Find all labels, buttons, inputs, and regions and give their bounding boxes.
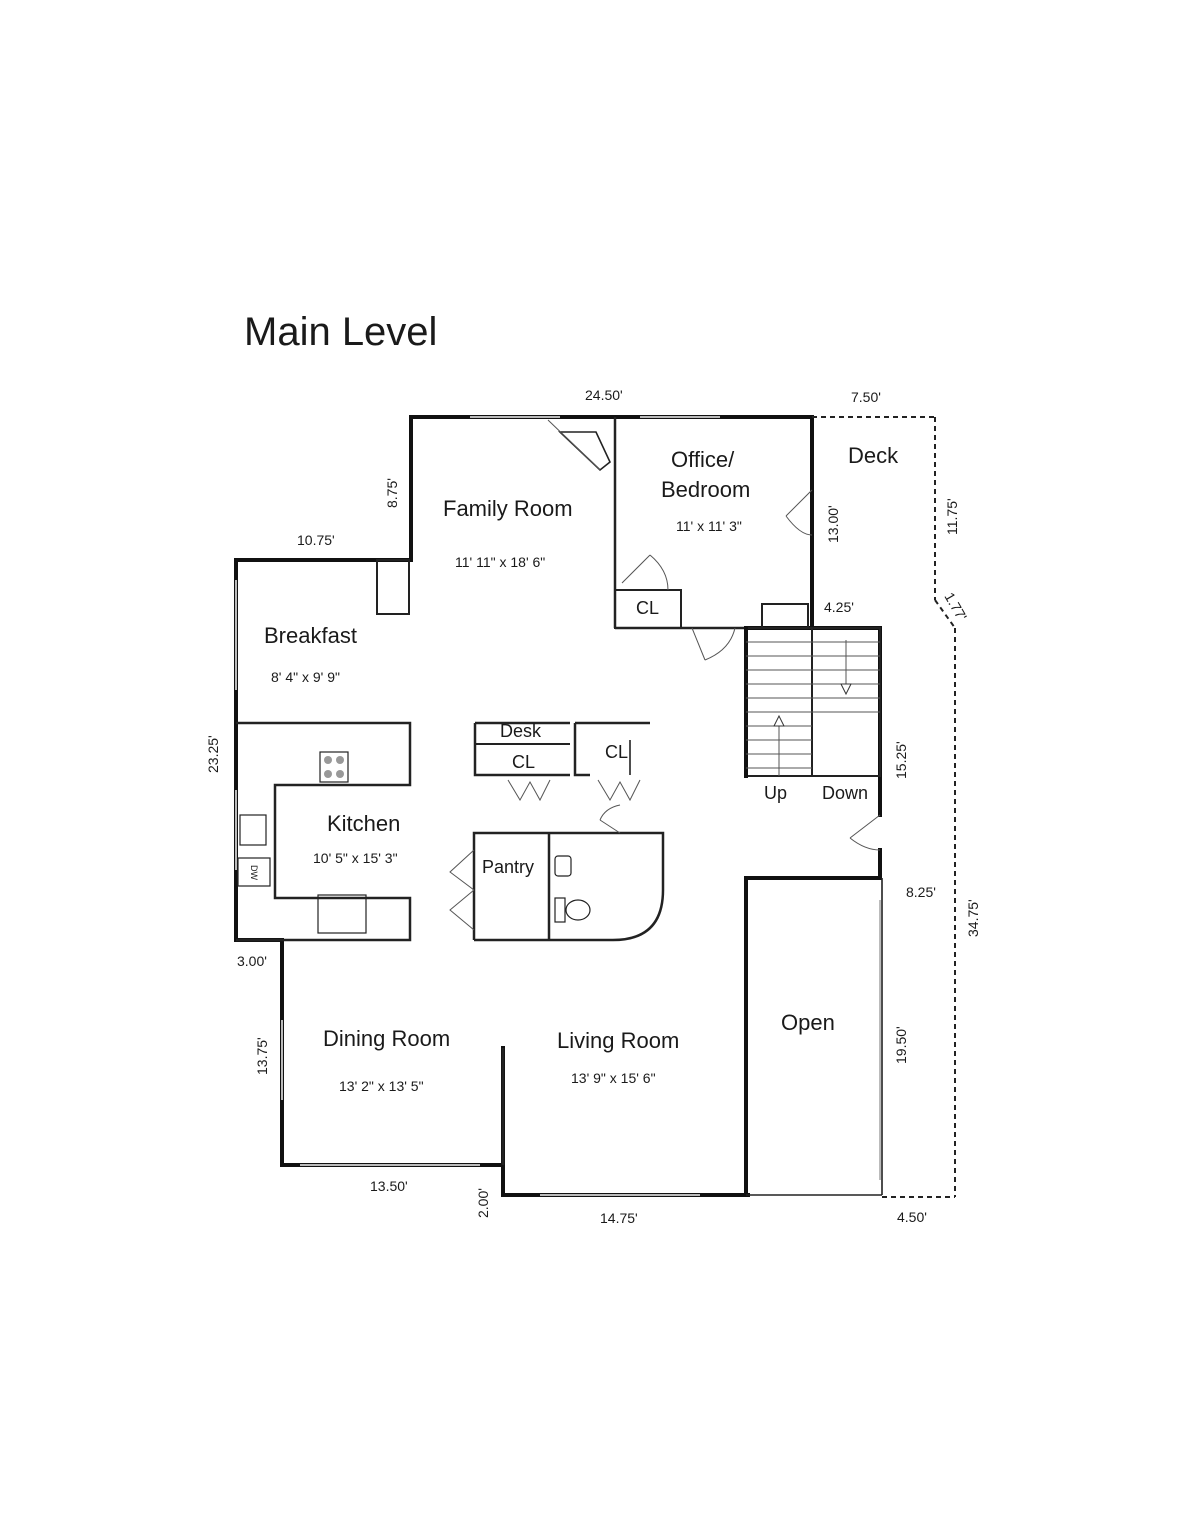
dining-room-label: Dining Room (323, 1026, 450, 1051)
dining-room-size: 13' 2" x 13' 5" (339, 1078, 424, 1094)
pantry-bath (449, 804, 665, 942)
dim-deck-top: 7.50' (851, 389, 881, 405)
living-room-label: Living Room (557, 1028, 679, 1053)
desk-closets (473, 721, 650, 802)
kitchen-size: 10' 5" x 15' 3" (313, 850, 398, 866)
living-room-size: 13' 9" x 15' 6" (571, 1070, 656, 1086)
dim-dining-bottom: 13.50' (370, 1178, 408, 1194)
door-swings (621, 489, 881, 851)
dim-office-right: 13.00' (825, 505, 841, 543)
dim-living-bottom: 14.75' (600, 1210, 638, 1226)
dim-living-step: 2.00' (475, 1188, 491, 1218)
dim-left-side: 23.25' (205, 735, 221, 773)
breakfast-label: Breakfast (264, 623, 357, 648)
dishwasher-label: DW (249, 865, 259, 880)
hall-closet-label: CL (605, 742, 628, 762)
family-room-label: Family Room (443, 496, 573, 521)
dim-stair-right: 15.25' (893, 741, 909, 779)
pantry-label: Pantry (482, 857, 534, 877)
dim-deck-bottom: 4.50' (897, 1209, 927, 1225)
dim-dining-left: 13.75' (254, 1037, 270, 1075)
desk-label: Desk (500, 721, 542, 741)
open-label: Open (781, 1010, 835, 1035)
desk-closet-label: CL (512, 752, 535, 772)
kitchen-label: Kitchen (327, 811, 400, 836)
interior-walls (376, 417, 809, 630)
deck-outline (812, 416, 956, 1198)
dim-breakfast-top: 10.75' (297, 532, 335, 548)
dim-deck-angle: 1.77' (941, 590, 970, 624)
deck-label: Deck (848, 443, 899, 468)
windows (235, 416, 881, 1196)
office-label-line2: Bedroom (661, 477, 750, 502)
stairs-up-label: Up (764, 783, 787, 803)
dim-deck-side: 11.75' (944, 498, 960, 535)
page-title: Main Level (244, 310, 437, 354)
office-label-line1: Office/ (671, 447, 735, 472)
kitchen-counters (236, 721, 412, 942)
breakfast-size: 8' 4" x 9' 9" (271, 669, 340, 685)
office-size: 11' x 11' 3" (676, 518, 742, 534)
dim-dining-step: 3.00' (237, 953, 267, 969)
dim-open-side: 19.50' (893, 1026, 909, 1064)
dim-stair-top: 4.25' (824, 599, 854, 615)
dim-top: 24.50' (585, 387, 623, 403)
stairs-down-label: Down (822, 783, 868, 803)
staircase (744, 626, 881, 778)
family-room-size: 11' 11" x 18' 6" (455, 554, 545, 570)
dim-family-left: 8.75' (384, 478, 400, 508)
office-closet-label: CL (636, 598, 659, 618)
dim-right-total: 34.75' (965, 899, 981, 937)
dim-open-top: 8.25' (906, 884, 936, 900)
